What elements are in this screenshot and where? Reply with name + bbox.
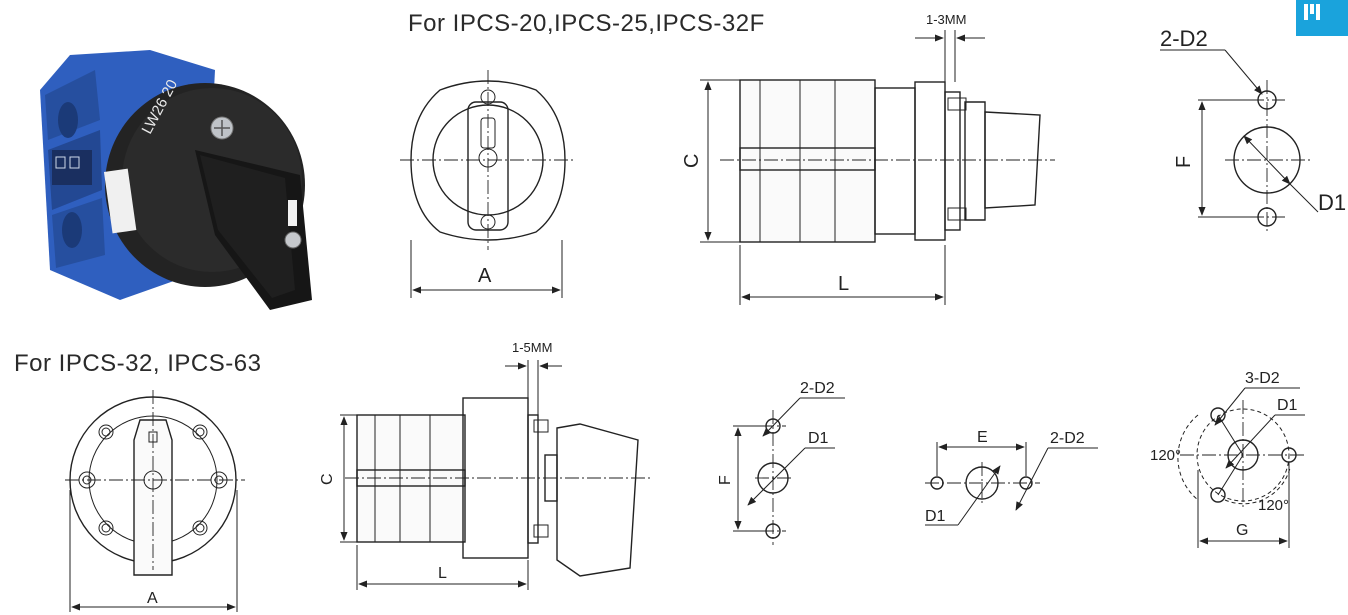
bottom-side-dim-c: C xyxy=(319,473,336,485)
heading-bottom: For IPCS-32, IPCS-63 xyxy=(14,350,262,377)
bottom-mount-vertical: F 2-D2 D1 xyxy=(717,380,845,545)
bottom-side-dim-l: L xyxy=(438,565,447,582)
bottom-side-gap-label: 1-5MM xyxy=(512,340,552,355)
bottom-mount-v-holes-label: 2-D2 xyxy=(800,380,835,397)
bottom-mount-triangle: G 120° 120° 3-D2 D1 xyxy=(1150,370,1305,548)
bottom-mount-t-angle-right: 120° xyxy=(1258,497,1289,514)
top-side-gap-label: 1-3MM xyxy=(926,12,966,27)
bottom-mount-t-center-label: D1 xyxy=(1277,397,1298,414)
top-side-view: C L 1-3MM xyxy=(681,12,1055,305)
top-mounting: F 2-D2 D1 xyxy=(1160,26,1346,232)
bottom-front-view: A xyxy=(65,390,245,612)
top-mount-holes-label: 2-D2 xyxy=(1160,26,1208,51)
top-front-view: A xyxy=(400,70,575,298)
bottom-mount-h-center-label: D1 xyxy=(925,508,946,525)
top-mount-dim-f: F xyxy=(1173,156,1195,168)
top-front-dim-a: A xyxy=(478,265,492,287)
bottom-mount-h-dim-e: E xyxy=(977,429,988,446)
bottom-mount-h-holes-label: 2-D2 xyxy=(1050,430,1085,447)
product-photo: LW26 20 xyxy=(40,50,312,310)
bottom-mount-t-angle-left: 120° xyxy=(1150,447,1181,464)
top-side-dim-c: C xyxy=(681,154,703,168)
heading-top: For IPCS-20,IPCS-25,IPCS-32F xyxy=(408,10,765,37)
bottom-front-dim-a: A xyxy=(147,590,158,607)
brand-logo xyxy=(1296,0,1348,36)
top-side-dim-l: L xyxy=(838,273,849,295)
bottom-mount-v-center-label: D1 xyxy=(808,430,829,447)
bottom-mount-horizontal: E 2-D2 D1 xyxy=(925,429,1098,526)
bottom-mount-v-dim-f: F xyxy=(717,475,734,485)
bottom-mount-t-holes-label: 3-D2 xyxy=(1245,370,1280,387)
top-mount-center-label: D1 xyxy=(1318,190,1346,215)
bottom-mount-t-dim-g: G xyxy=(1236,522,1248,539)
bottom-side-view: C L 1-5MM xyxy=(319,340,650,590)
